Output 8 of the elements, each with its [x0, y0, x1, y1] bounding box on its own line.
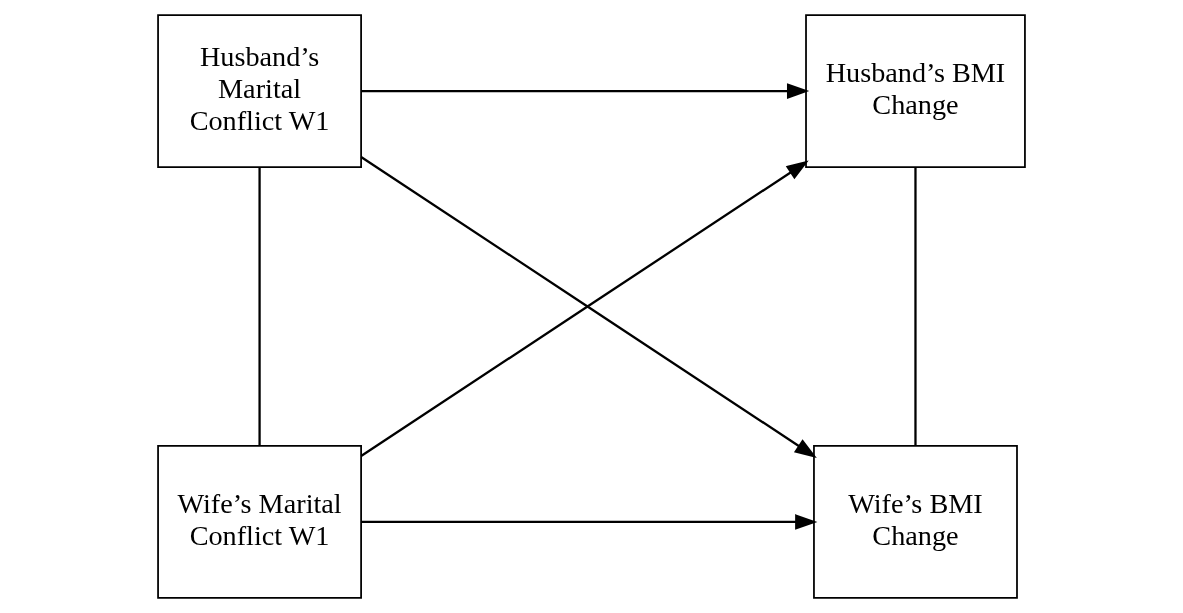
connector [914, 167, 917, 446]
node-box: Wife’s BMI Change [813, 445, 1018, 599]
node-box: Husband’s Marital Conflict W1 [157, 14, 362, 168]
connector [258, 167, 261, 446]
node-box: Husband’s BMI Change [805, 14, 1026, 168]
node-box: Wife’s Marital Conflict W1 [157, 445, 362, 599]
arrow [361, 83, 810, 99]
arrow [361, 514, 818, 530]
